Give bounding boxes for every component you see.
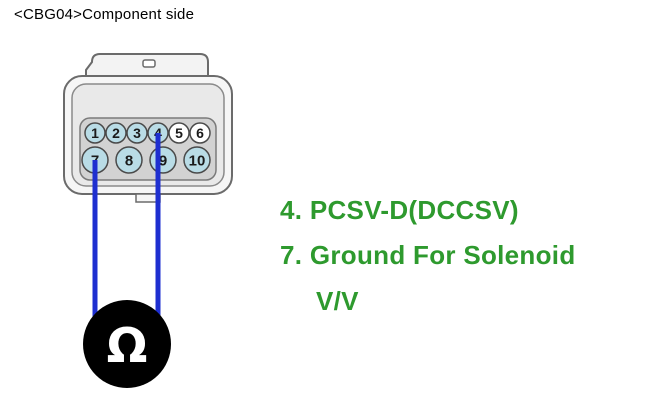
pin-number: 10: [189, 152, 206, 169]
pin-number: 9: [159, 152, 167, 169]
pin-note-label: PCSV-D(DCCSV): [309, 195, 519, 225]
pin-note-4: 4. PCSV-D(DCCSV): [280, 195, 519, 226]
pin-number: 3: [133, 125, 141, 141]
pin-number: 8: [125, 152, 133, 169]
pin-number: 2: [112, 125, 120, 141]
pin-row-top: 123456: [84, 122, 211, 144]
connector-pin-2: 2: [105, 122, 127, 144]
connector-pin-1: 1: [84, 122, 106, 144]
connector-pin-8: 8: [115, 146, 143, 174]
connector-pin-10: 10: [183, 146, 211, 174]
page-title: <CBG04>Component side: [14, 6, 195, 23]
pin-number: 5: [175, 125, 183, 141]
pin-number: 1: [91, 125, 99, 141]
connector-pin-6: 6: [189, 122, 211, 144]
connector-pin-9: 9: [149, 146, 177, 174]
pin-note-number: 4.: [280, 195, 303, 225]
connector-pin-3: 3: [126, 122, 148, 144]
pin-note-7: 7. Ground For Solenoid: [280, 240, 576, 271]
pin-note-number: 7.: [280, 240, 303, 270]
ohmmeter-icon: Ω: [83, 300, 171, 388]
pin-note-7-continuation: V/V: [316, 286, 359, 316]
ohm-symbol: Ω: [107, 318, 148, 374]
connector-pin-5: 5: [168, 122, 190, 144]
pin-note-label: Ground For Solenoid: [309, 240, 576, 270]
pin-number: 6: [196, 125, 204, 141]
